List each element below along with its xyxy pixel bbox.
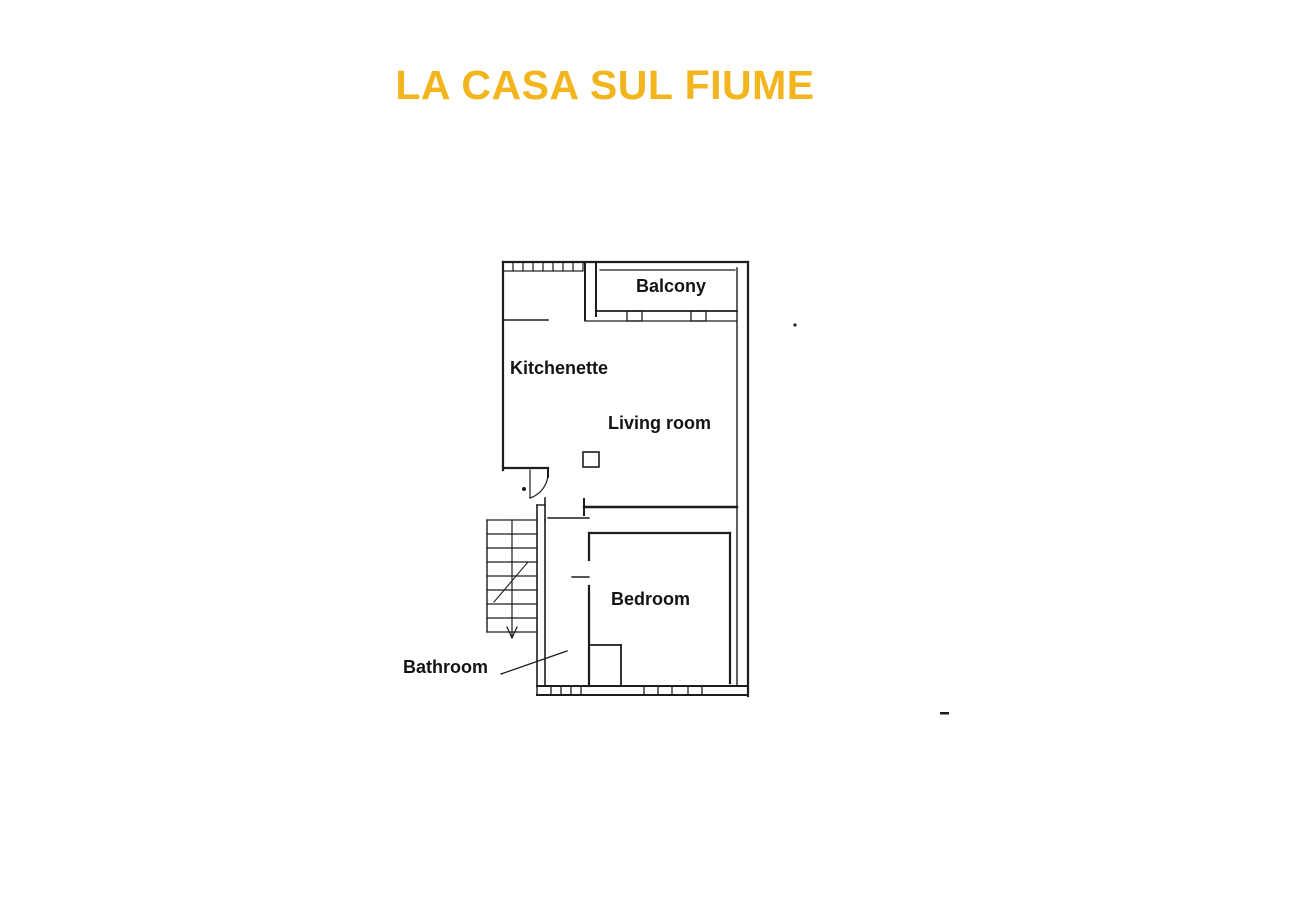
- bathroom-pointer-line: [500, 650, 568, 675]
- living-bedroom-divider: [582, 498, 739, 516]
- bottom-window-icon: [550, 685, 703, 696]
- balcony-door-tab: [690, 310, 707, 322]
- room-label-bathroom: Bathroom: [403, 657, 488, 677]
- stair-arrow-icon: [506, 626, 518, 639]
- balcony-outline: [584, 269, 738, 322]
- staircase-icon: [486, 519, 538, 639]
- stair-break-line: [493, 561, 529, 603]
- page-title: LA CASA SUL FIUME: [395, 62, 815, 108]
- room-label-balcony: Balcony: [636, 276, 707, 296]
- wall-column: [582, 451, 600, 468]
- entry-door-swing-icon: [522, 469, 549, 499]
- bedroom-outline: [571, 531, 732, 688]
- balcony-door-tab: [626, 310, 643, 322]
- window-hatch-icon: [502, 261, 584, 321]
- room-label-kitchenette: Kitchenette: [510, 358, 609, 378]
- kitchenette-walls: [501, 451, 600, 478]
- outer-walls: [501, 260, 750, 698]
- hall-bathroom-walls: [536, 497, 590, 687]
- room-label-bedroom: Bedroom: [611, 589, 691, 609]
- bathroom-jog: [588, 644, 622, 687]
- balcony-divider-wall: [584, 261, 597, 321]
- scan-artifact: [793, 323, 949, 715]
- room-label-living-room: Living room: [608, 413, 711, 433]
